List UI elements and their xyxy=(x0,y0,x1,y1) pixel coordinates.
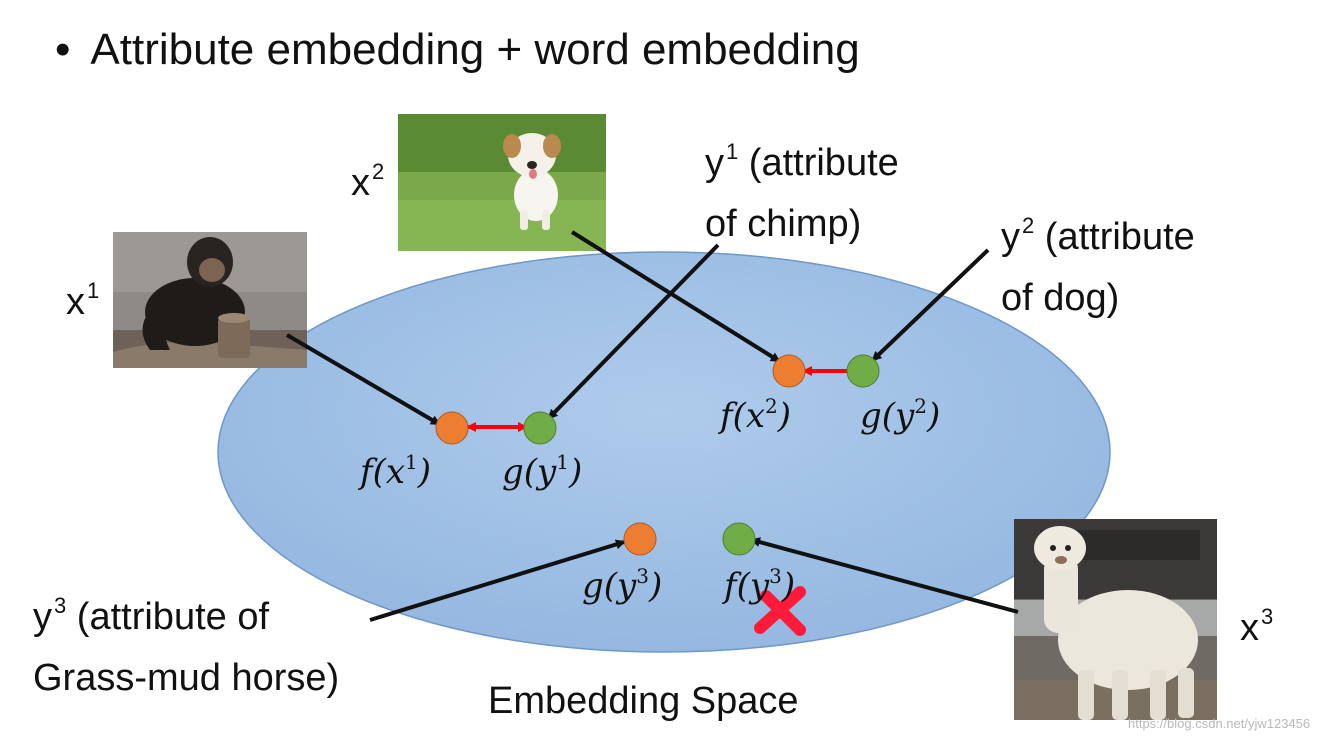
label-x3: x3 xyxy=(1240,604,1274,649)
point-g-y2 xyxy=(846,354,880,388)
label-y3: y3 (attribute of Grass-mud horse) xyxy=(33,593,340,699)
arrow-y2-to-gy2 xyxy=(871,248,990,362)
label-y1: y1 (attribute of chimp) xyxy=(705,139,899,245)
point-f-x1 xyxy=(435,411,469,445)
embedding-space-ellipse xyxy=(217,251,1111,653)
math-f-x2: f(x2) xyxy=(720,394,792,436)
embedding-space-label: Embedding Space xyxy=(488,680,799,722)
watermark: https://blog.csdn.net/yjw123456 xyxy=(1128,716,1311,731)
bullet-icon: • xyxy=(55,25,71,74)
arrow-x1-to-fx1 xyxy=(285,333,441,426)
math-f-y3: f(y3) xyxy=(724,564,796,606)
point-g-y1 xyxy=(523,411,557,445)
arrow-y3-to-gy3 xyxy=(369,539,626,622)
dog-image xyxy=(398,114,606,251)
label-y2: y2 (attribute of dog) xyxy=(1001,213,1195,319)
arrow-y1-to-gy1 xyxy=(547,243,720,420)
slide-title: • Attribute embedding + word embedding xyxy=(55,22,860,78)
label-x1: x1 xyxy=(66,278,100,323)
wrong-cross-mark xyxy=(754,586,806,636)
label-x2: x2 xyxy=(351,159,385,204)
arrow-x3-to-fy3 xyxy=(750,537,1019,614)
math-g-y2: g(y2) xyxy=(860,394,941,436)
point-f-x2 xyxy=(772,354,806,388)
arrow-x2-to-fx2 xyxy=(570,230,781,363)
point-f-y3 xyxy=(722,522,756,556)
math-f-x1: f(x1) xyxy=(360,450,432,492)
title-text: Attribute embedding + word embedding xyxy=(90,25,860,74)
alpaca-image xyxy=(1014,519,1217,720)
math-g-y1: g(y1) xyxy=(502,450,583,492)
math-g-y3: g(y3) xyxy=(582,564,663,606)
point-g-y3 xyxy=(623,522,657,556)
chimp-image xyxy=(113,232,307,368)
